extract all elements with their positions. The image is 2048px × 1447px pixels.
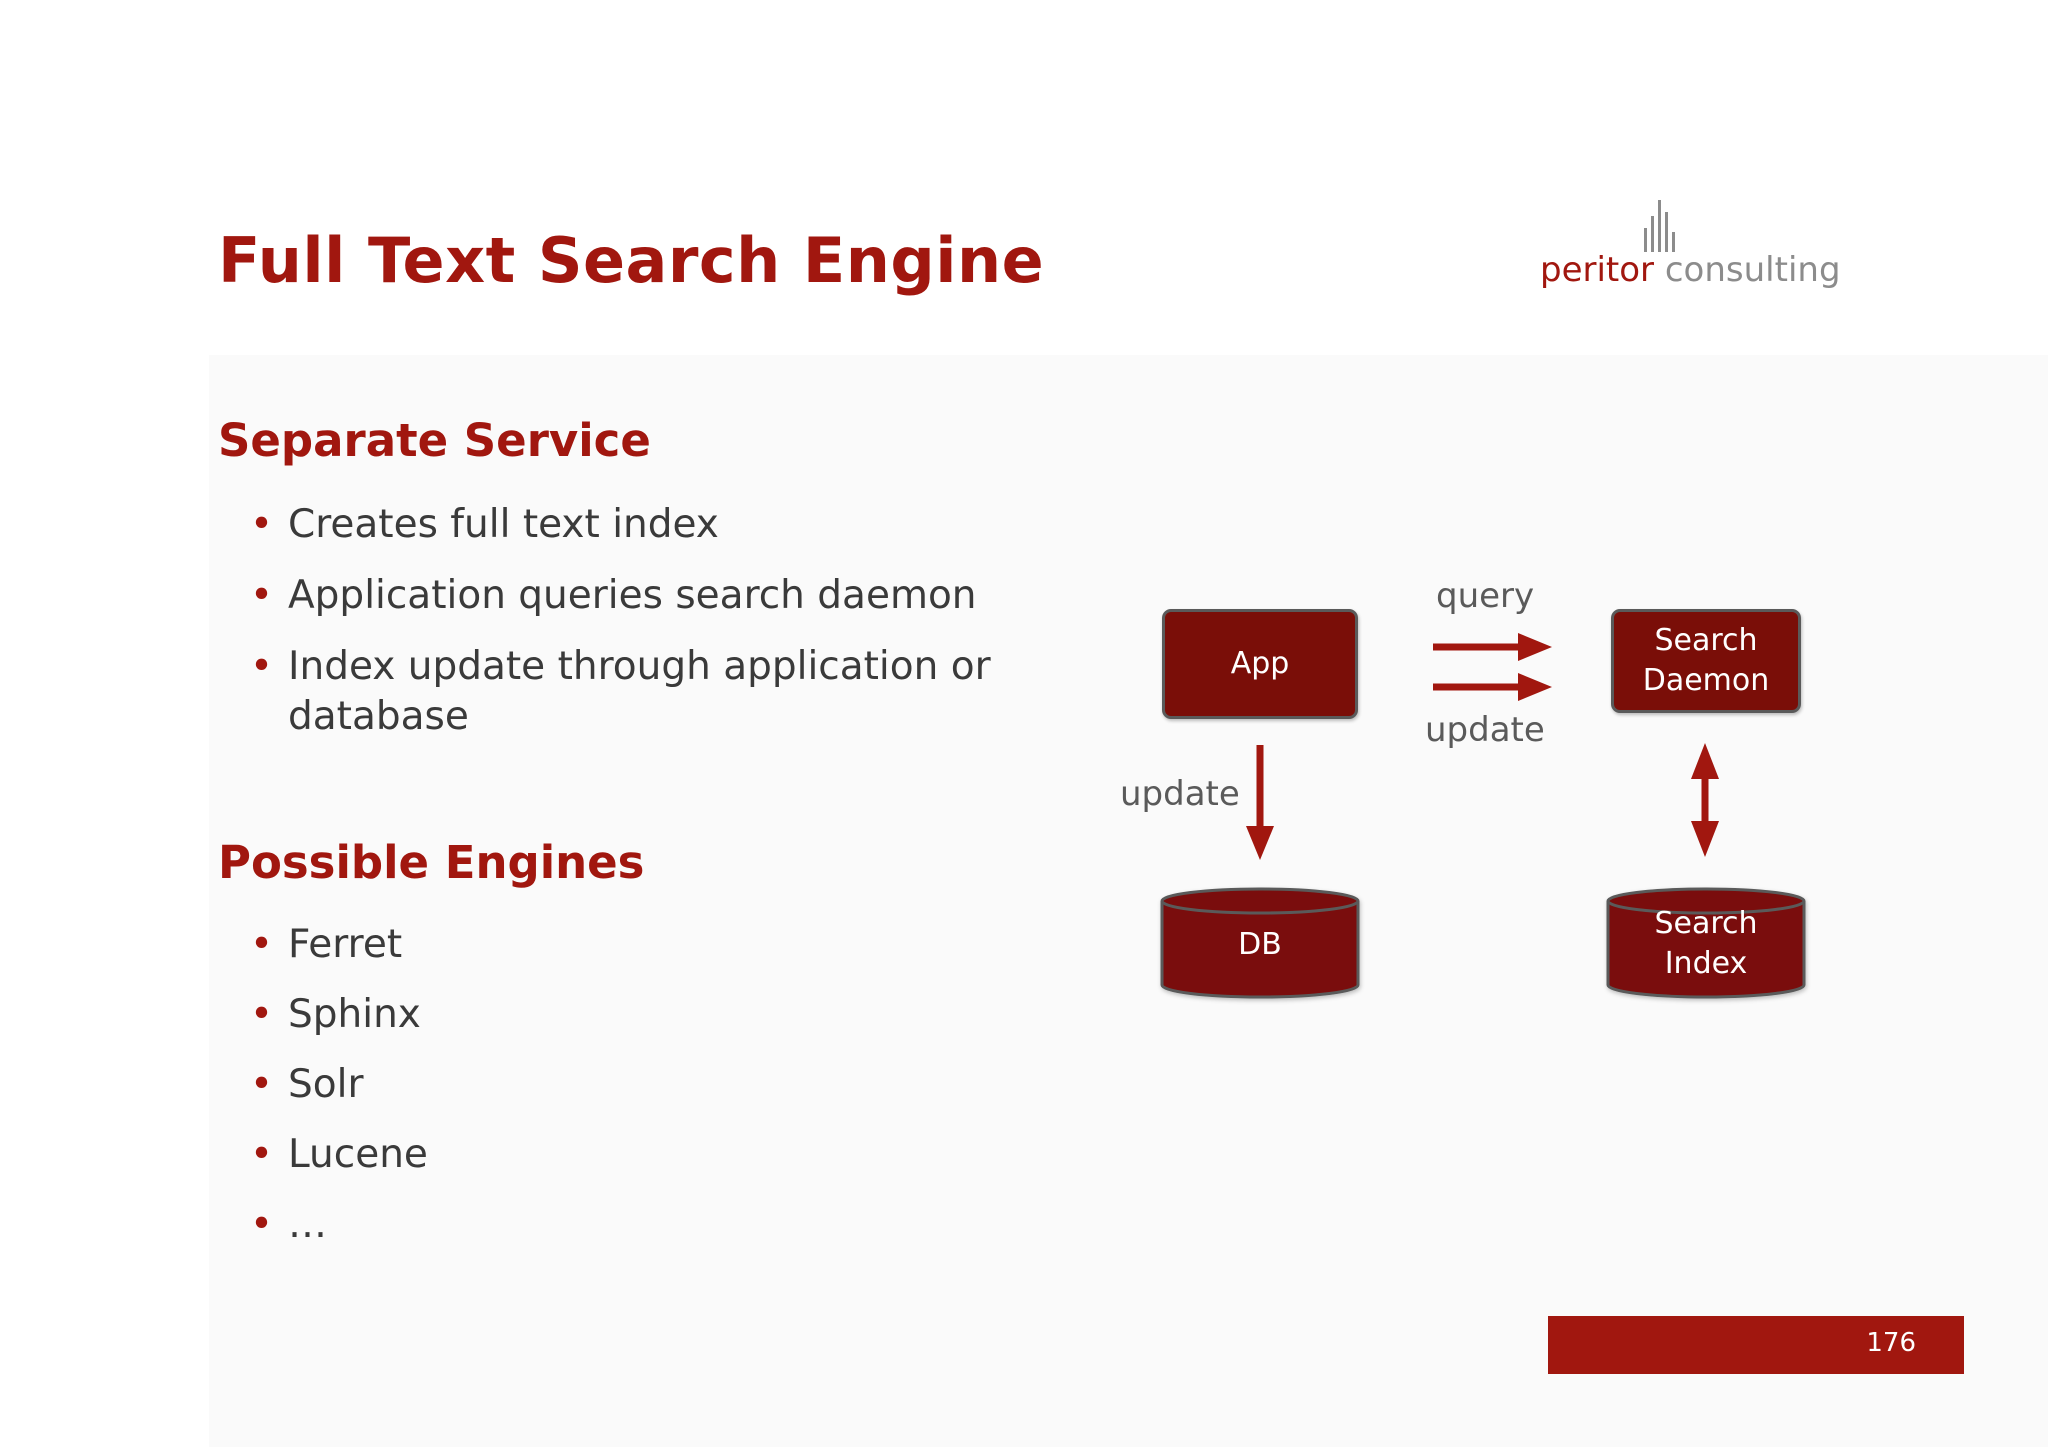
bullet-text: … [288, 1202, 327, 1247]
bullet-dot: • [250, 1132, 274, 1177]
list-item: • Solr [250, 1060, 428, 1110]
bullet-dot: • [250, 1202, 274, 1247]
query-edge-label: query [1436, 576, 1535, 616]
page-number-bar: 176 [1548, 1316, 1964, 1374]
bullet-text: Index update through application or data… [288, 644, 991, 739]
logo-bars-icon [1644, 200, 1675, 252]
update-edge-label-vertical: update [1120, 774, 1240, 814]
logo-word-consulting: consulting [1664, 250, 1841, 290]
update-arrow-vertical [1246, 745, 1274, 860]
bullet-text: Lucene [288, 1132, 428, 1177]
slide-title: Full Text Search Engine [218, 224, 1045, 297]
bullet-dot: • [250, 573, 274, 618]
bullet-dot: • [250, 1062, 274, 1107]
bullet-dot: • [250, 992, 274, 1037]
list-item: • Lucene [250, 1130, 428, 1180]
search-daemon-node: Search Daemon [1611, 609, 1801, 713]
list-item: • Creates full text index [250, 500, 1058, 550]
page-number: 176 [1866, 1328, 1916, 1358]
db-node-label: DB [1238, 927, 1282, 962]
logo-text: peritor consulting [1540, 250, 1841, 290]
bullet-dot: • [250, 644, 274, 689]
bullet-dot: • [250, 922, 274, 967]
bidirectional-arrow [1691, 743, 1719, 857]
list-item: • Application queries search daemon [250, 571, 1058, 621]
bullet-text: Solr [288, 1062, 364, 1107]
bullet-dot: • [250, 502, 274, 547]
search-index-node-label: Search Index [1654, 906, 1758, 981]
logo-word-peritor: peritor [1540, 250, 1655, 290]
list-item: • Sphinx [250, 990, 428, 1040]
update-edge-label-horizontal: update [1425, 710, 1545, 750]
section-heading-separate-service: Separate Service [218, 414, 651, 467]
search-index-cylinder [1606, 887, 1806, 999]
db-cylinder [1160, 887, 1360, 999]
list-item: • Ferret [250, 920, 428, 970]
query-arrow [1433, 633, 1552, 661]
bullet-list-possible-engines: •Ferret •Sphinx •Solr •Lucene •… [250, 920, 428, 1270]
update-arrow-horizontal [1433, 673, 1552, 701]
bullet-list-separate-service: • Creates full text index • Application qu… [250, 500, 1058, 763]
section-heading-possible-engines: Possible Engines [218, 836, 645, 889]
bullet-text: Ferret [288, 922, 403, 967]
list-item: •… [250, 1200, 428, 1250]
app-node: App [1162, 609, 1358, 719]
bullet-text: Application queries search daemon [288, 573, 977, 618]
list-item: • Index update through application or dat… [250, 642, 1058, 742]
bullet-text: Creates full text index [288, 502, 719, 547]
company-logo: peritor consulting [1540, 198, 1841, 298]
bullet-text: Sphinx [288, 992, 421, 1037]
